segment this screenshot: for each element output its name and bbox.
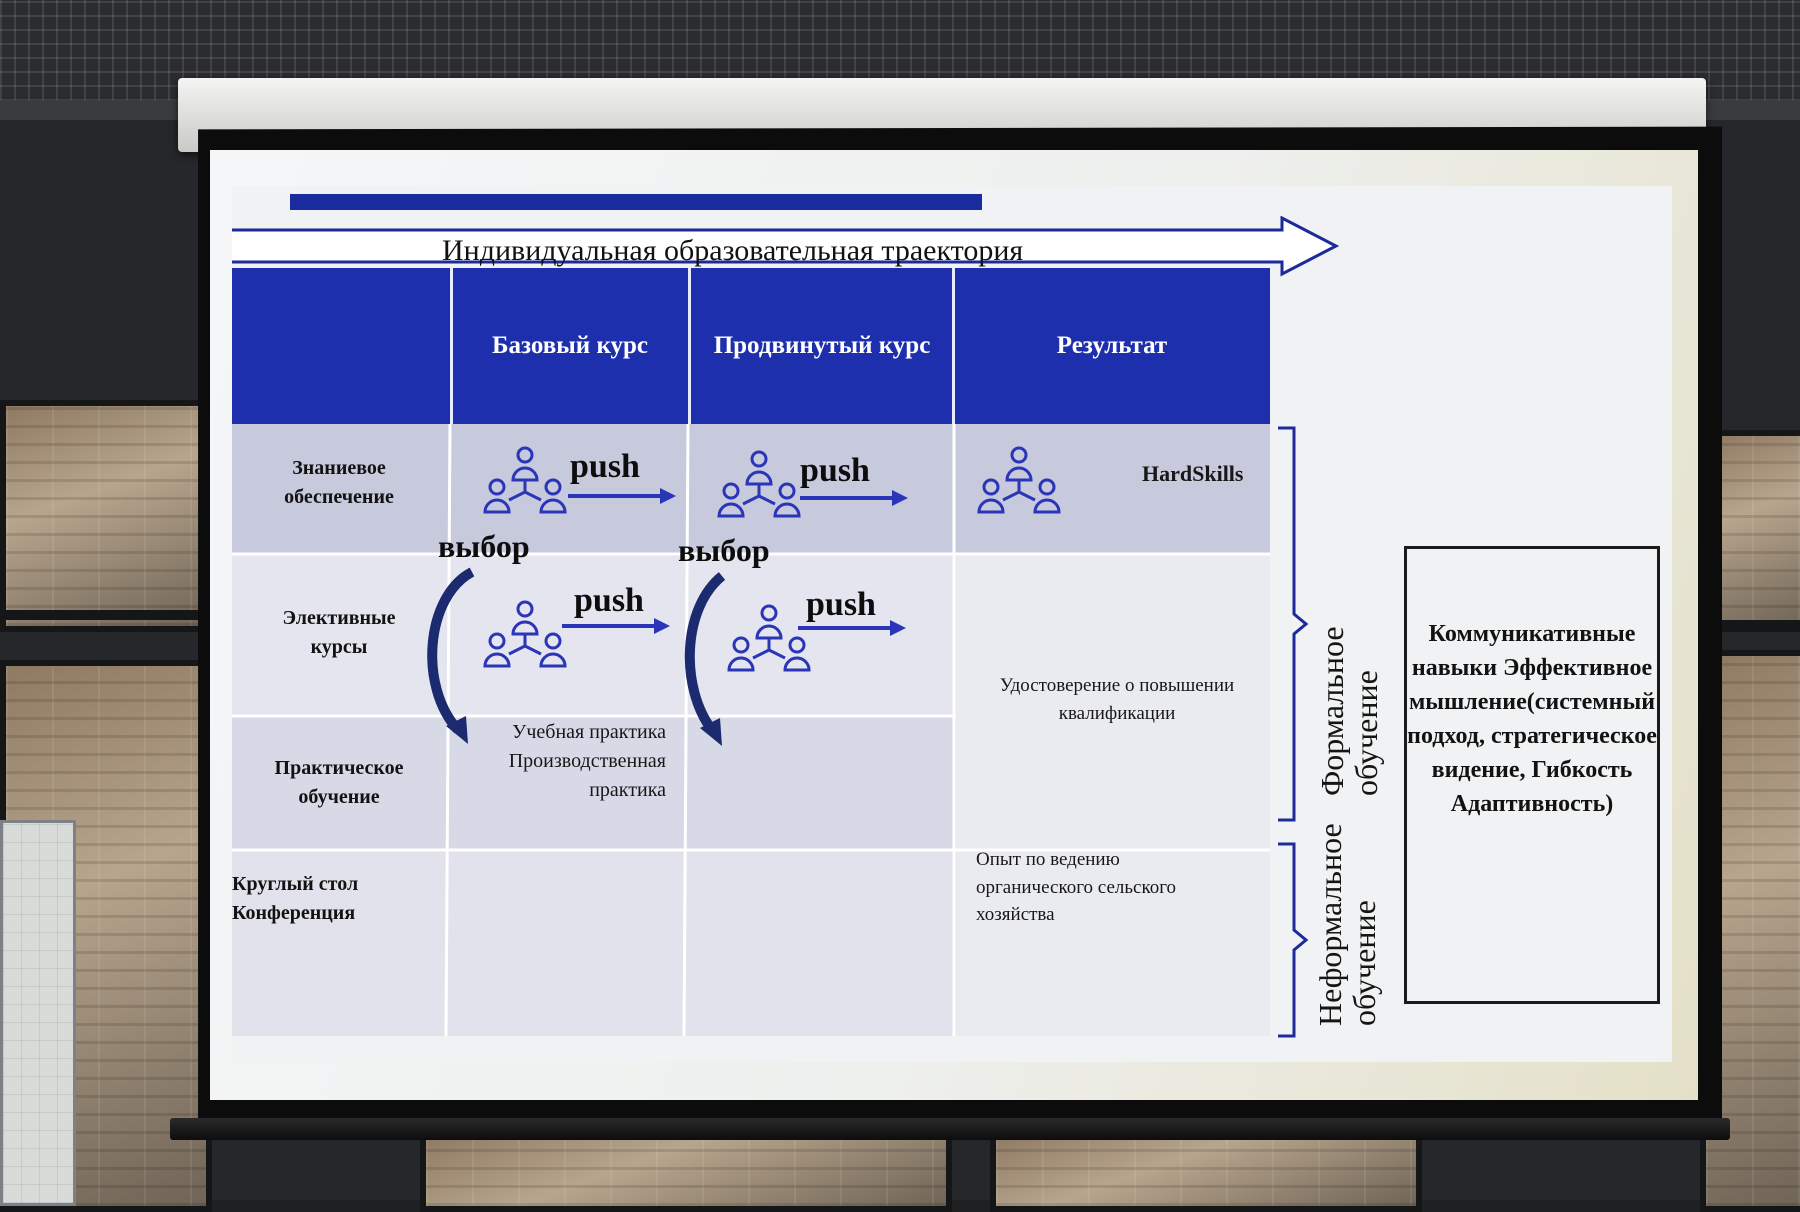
curved-arrow-icon [427, 567, 475, 744]
soft-skills-box: Коммуникативные навыки Эффективное мышле… [1404, 546, 1660, 1004]
result-column-fill [956, 554, 1270, 1036]
slide: Индивидуальная образовательная траектори… [232, 186, 1672, 1062]
push-label: push [574, 582, 644, 619]
projector-screen: Индивидуальная образовательная траектори… [210, 150, 1698, 1100]
flipchart [0, 820, 76, 1206]
bottom-window-right [990, 1130, 1422, 1212]
push-arrow-icon [800, 490, 908, 506]
formal-learning-label: Формальное обучение [1314, 626, 1384, 796]
soft-skills-text: Коммуникативные навыки Эффективное мышле… [1407, 621, 1657, 818]
choice-label: выбор [438, 528, 530, 564]
slide-top-bar [290, 194, 982, 210]
curved-arrow-icon [684, 572, 726, 746]
row-label-roundtable: Круглый стол Конференция [232, 873, 359, 924]
push-arrow-icon [798, 620, 906, 636]
team-icon [717, 450, 801, 518]
window-mullion [0, 610, 200, 620]
certificate-text: Удостоверение о повышении квалификации [999, 675, 1235, 724]
window-mullion [1700, 620, 1800, 632]
trajectory-arrow-icon [232, 216, 1340, 277]
row-label-knowledge: Знаниевое обеспечение [284, 457, 394, 508]
informal-bracket [1278, 842, 1309, 1038]
trajectory-title: Индивидуальная образовательная траектори… [442, 234, 1024, 267]
team-icon [977, 446, 1061, 514]
header-basic-course: Базовый курс [491, 332, 649, 360]
column-divider [688, 268, 691, 424]
column-divider [952, 268, 955, 424]
formal-bracket [1278, 426, 1309, 822]
projector-screen-bottom-bar [170, 1118, 1730, 1140]
left-window [0, 400, 212, 632]
header-result: Результат [1056, 332, 1168, 360]
push-label: push [800, 452, 870, 489]
team-icon [727, 604, 811, 672]
push-label: push [570, 448, 640, 485]
push-arrow-icon [562, 618, 670, 634]
choice-label: выбор [678, 532, 770, 568]
column-divider [450, 268, 453, 424]
table-header-row: Базовый курс Продвинутый курс Результат [232, 268, 1270, 424]
push-label: push [806, 586, 876, 623]
row-label-practice: Практическое обучение [274, 757, 404, 808]
bottom-window [420, 1130, 952, 1212]
row-knowledge [232, 424, 1270, 554]
experience-text: Опыт по ведению органического сельского … [976, 849, 1177, 926]
informal-learning-label: Неформальное обучение [1312, 823, 1382, 1026]
practice-text: Учебная практика Производственная практи… [508, 721, 666, 801]
hardskills-label: HardSkills [1142, 461, 1244, 486]
header-advanced-course: Продвинутый курс [713, 332, 931, 360]
table-grid [232, 424, 1270, 1037]
team-icon [483, 446, 567, 514]
row-label-electives: Элективные курсы [282, 607, 396, 658]
team-icon [483, 600, 567, 668]
push-arrow-icon [568, 488, 676, 504]
